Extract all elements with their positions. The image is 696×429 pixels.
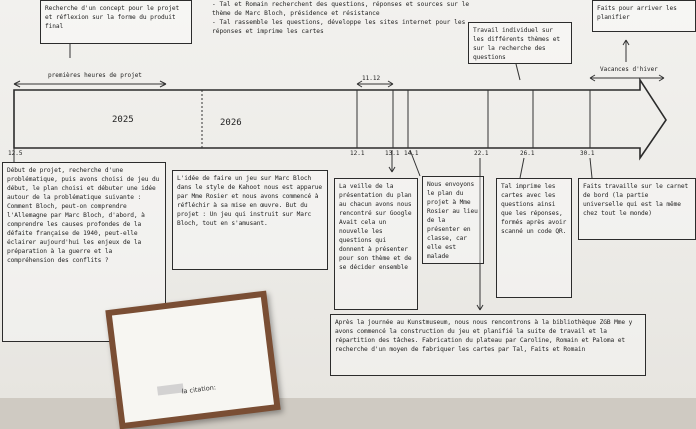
note-plan-sent: Nous envoyons le plan du projet à Mme Ro… <box>422 176 484 264</box>
card-face: la citation: <box>111 297 275 423</box>
connector <box>515 63 521 81</box>
date-label: 22.1 <box>474 150 489 157</box>
connector <box>589 157 593 179</box>
note-individual-work: Travail individuel sur les différents th… <box>468 22 572 64</box>
timeline-drawing <box>13 39 667 311</box>
note-concept-research: Recherche d'un concept pour le projet et… <box>40 0 192 44</box>
overlapping-card: la citation: <box>105 290 281 429</box>
phase1-label: premières heures de projet <box>48 72 142 79</box>
note-game-idea: L'idée de faire un jeu sur Marc Bloch da… <box>172 170 328 270</box>
date-label: 13.1 <box>385 150 400 157</box>
date-label: 14.1 <box>404 150 419 157</box>
year-2025-label: 2025 <box>112 115 134 125</box>
date-label: 12.1 <box>350 150 365 157</box>
note-logbook: Faits travaille sur le carnet de bord (l… <box>578 178 696 240</box>
date-label: 12.5 <box>8 150 23 157</box>
date-label: 26.1 <box>520 150 535 157</box>
date-label: 11.12 <box>362 75 381 82</box>
phase2-label: Vacances d'hiver <box>600 66 658 73</box>
note-questions-research: - Tal et Romain recherchent des question… <box>212 1 470 35</box>
note-plan-presentation-eve: La veille de la présentation du plan au … <box>334 178 418 310</box>
note-cards-printed: Tal imprime les cartes avec les question… <box>496 178 572 298</box>
card-text: la citation: <box>181 383 217 396</box>
connector <box>519 157 525 179</box>
timeline-poster: 2025 2026 premières heures de projet Vac… <box>0 0 696 398</box>
card-stamp <box>156 383 184 396</box>
year-2026-label: 2026 <box>220 118 242 128</box>
date-label: 30.1 <box>580 150 595 157</box>
timeline-arrow <box>13 77 667 161</box>
connector <box>409 149 421 177</box>
note-planning: Faits pour arriver les planifier <box>592 0 696 32</box>
note-library-meeting: Après la journée au Kunstmuseum, nous no… <box>330 314 646 376</box>
